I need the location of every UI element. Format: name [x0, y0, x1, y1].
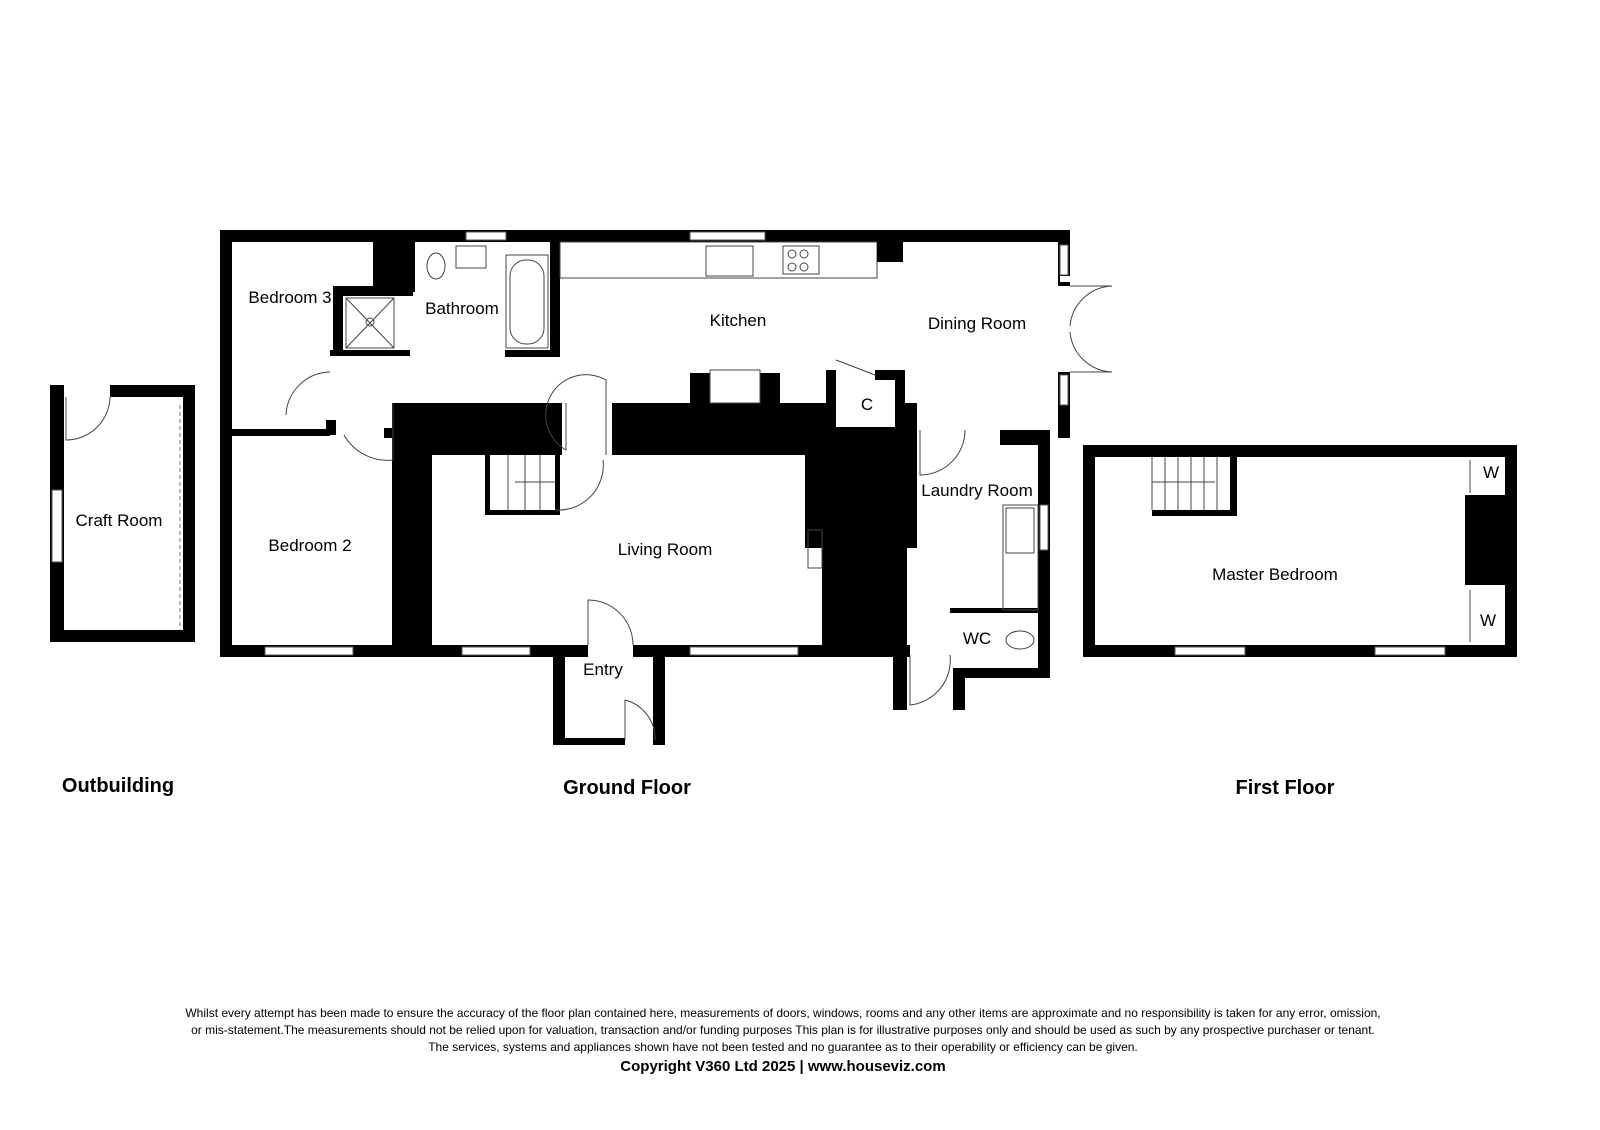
- disclaimer-line: The services, systems and appliances sho…: [428, 1040, 1138, 1054]
- first-floor-plan: [1083, 445, 1517, 657]
- wc-toilet: [1005, 630, 1035, 650]
- room-label-wardrobe-2: W: [1480, 611, 1496, 630]
- laundry-sink: [1005, 507, 1035, 554]
- shower-tray: [345, 297, 395, 349]
- room-label-dining-room: Dining Room: [928, 314, 1026, 333]
- room-label-bedroom-2: Bedroom 2: [268, 536, 351, 555]
- floor-title-outbuilding: Outbuilding: [62, 775, 174, 797]
- room-label-wc: WC: [963, 629, 991, 648]
- room-label-kitchen: Kitchen: [710, 311, 767, 330]
- door-swing: [65, 396, 111, 441]
- room-label-living-room: Living Room: [618, 540, 713, 559]
- disclaimer-line: or mis-statement.The measurements should…: [191, 1023, 1375, 1037]
- ground-floor-plan: [220, 230, 1113, 745]
- bathtub: [505, 254, 549, 349]
- laundry-counter: [1002, 504, 1039, 611]
- copyright: Copyright V360 Ltd 2025 | www.houseviz.c…: [620, 1058, 946, 1075]
- room-label-master-bedroom: Master Bedroom: [1212, 565, 1338, 584]
- toilet: [426, 252, 446, 280]
- room-label-craft-room: Craft Room: [76, 511, 163, 530]
- room-label-entry: Entry: [583, 660, 623, 679]
- room-label-bedroom-3: Bedroom 3: [248, 288, 331, 307]
- room-label-bathroom: Bathroom: [425, 299, 499, 318]
- floor-title-first: First Floor: [1236, 777, 1335, 799]
- disclaimer: Whilst every attempt has been made to en…: [0, 1005, 1566, 1075]
- floor-title-ground: Ground Floor: [563, 777, 691, 799]
- kitchen-counter: [559, 241, 878, 279]
- room-label-cupboard: C: [861, 395, 873, 414]
- room-label-laundry-room: Laundry Room: [921, 481, 1033, 500]
- basin: [455, 245, 487, 269]
- sink: [705, 245, 754, 277]
- disclaimer-line: Whilst every attempt has been made to en…: [185, 1006, 1381, 1020]
- window: [51, 489, 63, 563]
- room-label-wardrobe-1: W: [1483, 463, 1499, 482]
- outbuilding-plan: [50, 385, 195, 642]
- cooker: [709, 369, 761, 404]
- hob: [782, 245, 820, 275]
